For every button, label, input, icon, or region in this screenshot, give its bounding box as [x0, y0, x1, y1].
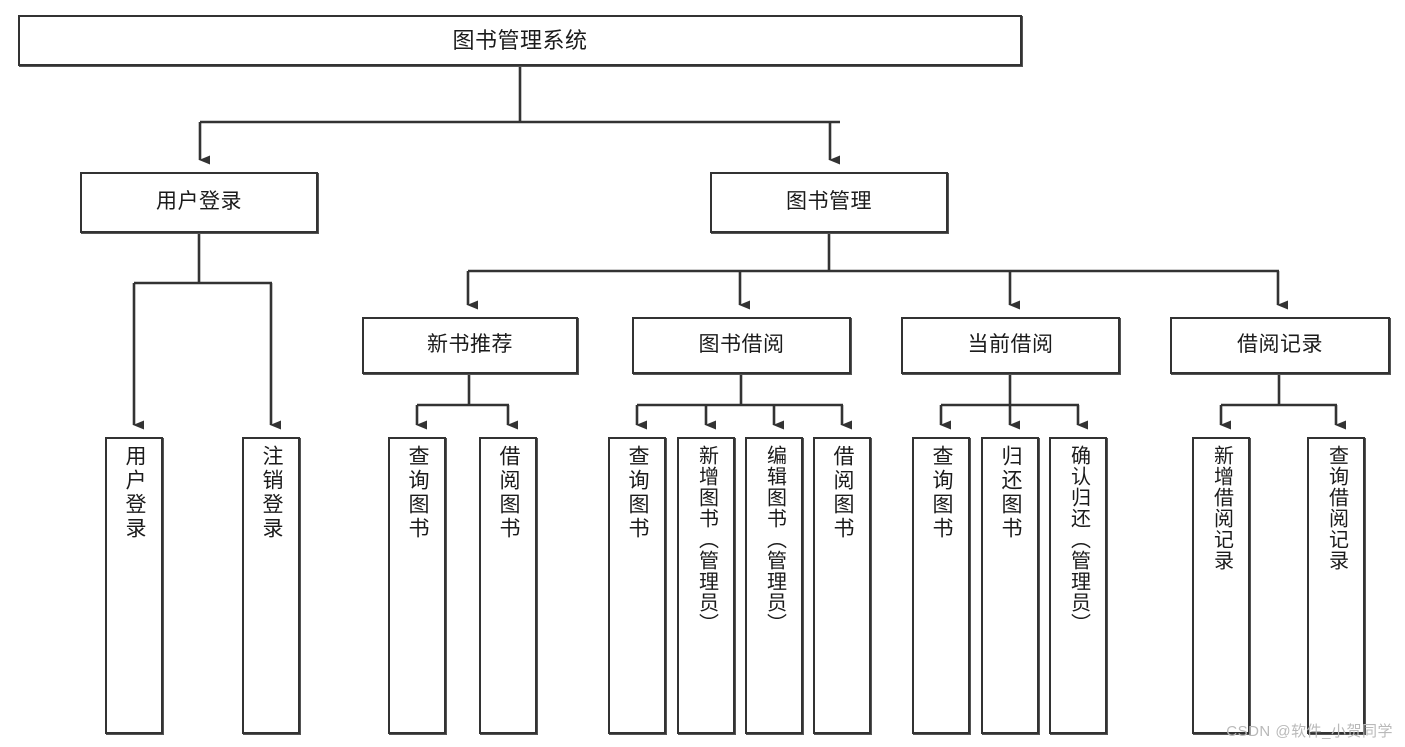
leaf-book-borrow-edit-book-admin-label: 编辑图书（管理员）	[763, 445, 786, 634]
node-book-management-label: 图书管理	[786, 190, 872, 214]
leaf-book-borrow-add-book-admin[interactable]: 新增图书（管理员）	[677, 437, 735, 734]
leaf-user-login-sign-in[interactable]: 用户登录	[105, 437, 163, 734]
node-user-login-label: 用户登录	[156, 190, 242, 214]
leaf-new-book-query-book[interactable]: 查询图书	[388, 437, 446, 734]
leaf-book-borrow-borrow-book[interactable]: 借阅图书	[813, 437, 871, 734]
leaf-current-borrow-confirm-return-admin[interactable]: 确认归还（管理员）	[1049, 437, 1107, 734]
node-current-borrow[interactable]: 当前借阅	[901, 317, 1120, 374]
leaf-current-borrow-confirm-return-admin-label: 确认归还（管理员）	[1067, 445, 1090, 634]
node-root-book-management-system[interactable]: 图书管理系统	[18, 15, 1022, 66]
leaf-current-borrow-return-book-label: 归还图书	[999, 445, 1023, 541]
leaf-current-borrow-query-book[interactable]: 查询图书	[912, 437, 970, 734]
node-root-label: 图书管理系统	[452, 27, 588, 53]
leaf-book-borrow-borrow-book-label: 借阅图书	[831, 445, 855, 541]
leaf-borrow-record-add-record[interactable]: 新增借阅记录	[1192, 437, 1250, 734]
leaf-new-book-borrow-book-label: 借阅图书	[497, 445, 521, 541]
leaf-book-borrow-add-book-admin-label: 新增图书（管理员）	[695, 445, 718, 634]
node-borrow-record-label: 借阅记录	[1237, 333, 1323, 357]
leaf-user-login-sign-out[interactable]: 注销登录	[242, 437, 300, 734]
leaf-borrow-record-query-record-label: 查询借阅记录	[1325, 445, 1348, 571]
leaf-current-borrow-query-book-label: 查询图书	[930, 445, 954, 541]
leaf-book-borrow-query-book-label: 查询图书	[626, 445, 650, 541]
node-new-book-recommend[interactable]: 新书推荐	[362, 317, 578, 374]
node-book-borrow[interactable]: 图书借阅	[632, 317, 851, 374]
leaf-book-borrow-edit-book-admin[interactable]: 编辑图书（管理员）	[745, 437, 803, 734]
leaf-book-borrow-query-book[interactable]: 查询图书	[608, 437, 666, 734]
leaf-user-login-sign-out-label: 注销登录	[260, 445, 284, 541]
node-book-management[interactable]: 图书管理	[710, 172, 948, 233]
csdn-watermark: CSDN @软件_小贺同学	[1226, 723, 1393, 740]
leaf-new-book-query-book-label: 查询图书	[406, 445, 430, 541]
leaf-borrow-record-add-record-label: 新增借阅记录	[1210, 445, 1233, 571]
leaf-borrow-record-query-record[interactable]: 查询借阅记录	[1307, 437, 1365, 734]
leaf-current-borrow-return-book[interactable]: 归还图书	[981, 437, 1039, 734]
leaf-user-login-sign-in-label: 用户登录	[123, 445, 147, 541]
node-borrow-record[interactable]: 借阅记录	[1170, 317, 1390, 374]
leaf-new-book-borrow-book[interactable]: 借阅图书	[479, 437, 537, 734]
node-current-borrow-label: 当前借阅	[967, 333, 1054, 357]
node-book-borrow-label: 图书借阅	[698, 333, 785, 357]
node-user-login[interactable]: 用户登录	[80, 172, 318, 233]
node-new-book-recommend-label: 新书推荐	[427, 333, 513, 357]
